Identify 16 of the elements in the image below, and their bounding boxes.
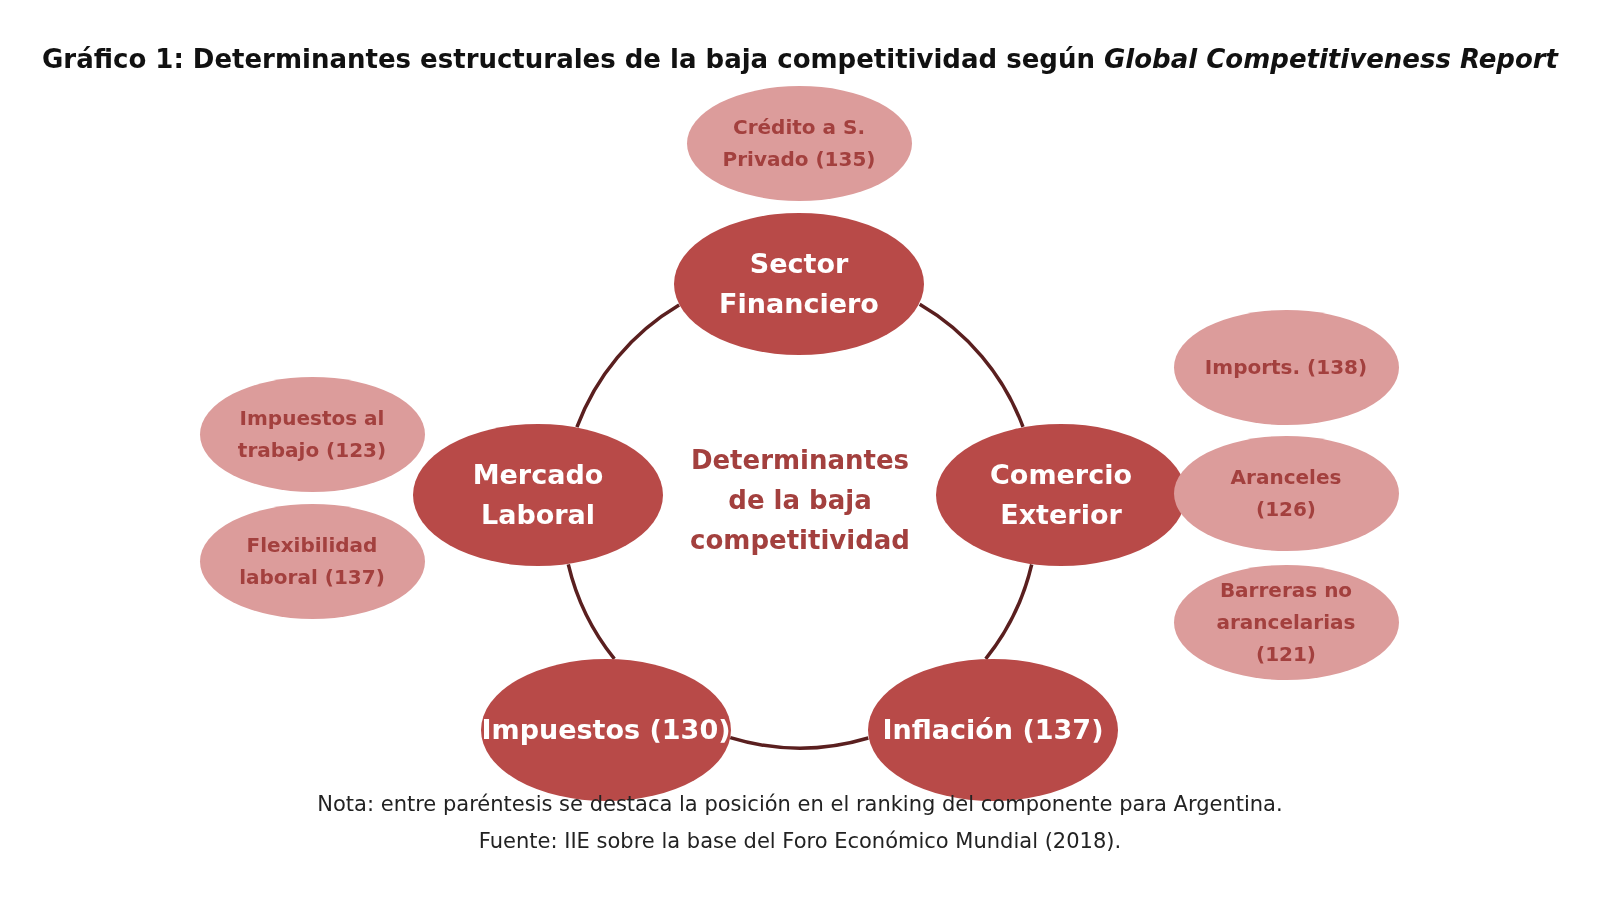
connector-arc [918,302,1025,428]
subtopic-ellipse: Flexibilidad laboral (137) [199,503,425,619]
source-text: Fuente: IIE sobre la base del Foro Económico Mundial (2018). [477,829,1123,853]
diagram-title: Gráfico 1: Determinantes estructurales de la baja competitividad según Global Competitiveness Report [41,44,1560,74]
connector-arc [729,735,869,750]
subtopic-ellipse: Imports. (138) [1173,309,1399,425]
subtopic-ellipse: Barreras no arancelarias (121) [1173,564,1399,680]
topic-ellipse: Mercado Laboral [413,424,663,566]
connector-arc [575,303,681,428]
connector-arc [566,563,616,660]
subtopic-ellipse: Impuestos al trabajo (123) [199,376,425,492]
topic-ellipse: Sector Financiero [674,213,924,355]
center-text: Determinantes de la baja competitividad [689,444,911,557]
subtopic-ellipse: Crédito a S. Privado (135) [686,85,912,201]
connector-arc [984,564,1034,660]
subtopic-ellipse: Aranceles (126) [1173,435,1399,551]
